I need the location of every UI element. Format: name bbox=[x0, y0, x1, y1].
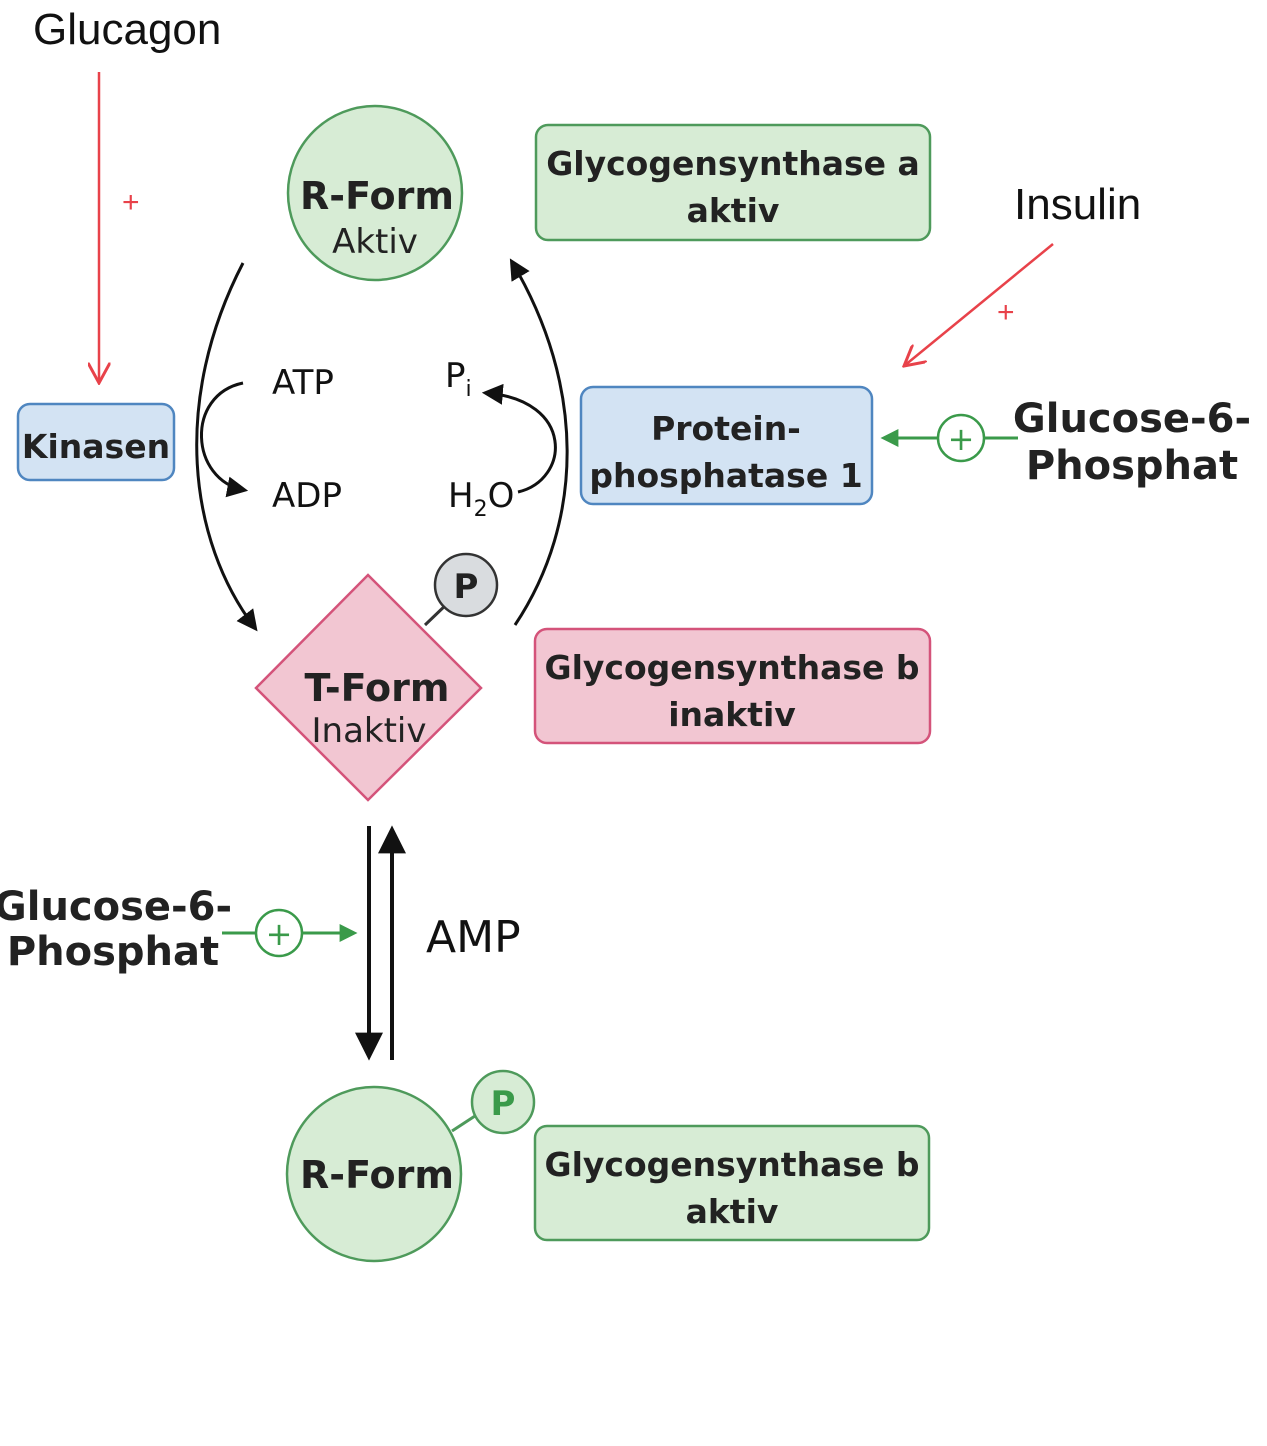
protein-phosphatase-1-line2: phosphatase 1 bbox=[589, 456, 862, 495]
kinasen-label: Kinasen bbox=[22, 427, 170, 466]
h2o-label: H2O bbox=[448, 476, 514, 522]
r-form-bottom-phosphate-icon bbox=[470, 1069, 536, 1135]
glycogensynthase-a-line2: aktiv bbox=[687, 191, 780, 230]
t-form-phosphate-label: P bbox=[454, 567, 479, 607]
glycogensynthase-b-inactive-box bbox=[533, 627, 932, 745]
r-form-active-state: Aktiv bbox=[332, 222, 418, 262]
r-form-phosphorylated-circle bbox=[285, 1085, 463, 1263]
g6p-right-line1: Glucose-6- bbox=[1013, 396, 1251, 442]
kinasen-box bbox=[16, 402, 176, 482]
adp-label: ADP bbox=[272, 476, 342, 516]
phosphorylation-arrow bbox=[195, 262, 258, 632]
glucagon-plus-sign: + bbox=[122, 186, 140, 219]
glycogensynthase-a-line1: Glycogensynthase a bbox=[546, 144, 920, 183]
g6p-left-line2: Phosphat bbox=[7, 929, 219, 975]
h2o-pi-side-arrow bbox=[481, 383, 557, 494]
amp-label: AMP bbox=[426, 912, 521, 963]
g6p-left-plus-icon bbox=[254, 908, 304, 958]
glucagon-label: Glucagon bbox=[33, 5, 221, 54]
g6p-right-plus-symbol: + bbox=[948, 420, 975, 458]
glycogensynthase-b-active-box bbox=[533, 1124, 931, 1242]
atp-label: ATP bbox=[272, 363, 334, 403]
r-form-phosphorylated-title: R-Form bbox=[300, 1153, 454, 1197]
dephosphorylation-arrow bbox=[509, 258, 569, 626]
g6p-right-plus-icon bbox=[936, 413, 986, 463]
glycogensynthase-b-inactive-line1: Glycogensynthase b bbox=[545, 648, 920, 687]
insulin-plus-sign: + bbox=[997, 296, 1015, 329]
r-form-bottom-phosphate-connector bbox=[451, 1112, 479, 1133]
r-form-bottom-phosphate-label: P bbox=[491, 1084, 516, 1124]
glycogensynthase-b-inactive-line2: inaktiv bbox=[668, 695, 796, 734]
g6p-left-plus-symbol: + bbox=[266, 915, 293, 953]
r-form-active-circle bbox=[286, 104, 464, 282]
pi-label: Pi bbox=[445, 356, 472, 402]
glycogensynthase-a-box bbox=[534, 123, 932, 242]
glycogensynthase-b-active-line1: Glycogensynthase b bbox=[545, 1145, 920, 1184]
t-form-title: T-Form bbox=[305, 666, 450, 710]
t-form-state: Inaktiv bbox=[312, 711, 427, 751]
insulin-arrow bbox=[904, 243, 1054, 366]
g6p-right-line2: Phosphat bbox=[1026, 443, 1238, 489]
t-form-diamond bbox=[254, 573, 483, 802]
protein-phosphatase-1-box bbox=[579, 385, 874, 506]
glycogensynthase-b-active-line2: aktiv bbox=[686, 1192, 779, 1231]
protein-phosphatase-1-line1: Protein- bbox=[651, 409, 801, 448]
t-form-phosphate-icon bbox=[433, 552, 499, 618]
atp-adp-side-arrow bbox=[200, 381, 249, 498]
insulin-label: Insulin bbox=[1014, 180, 1141, 229]
r-form-active-title: R-Form bbox=[300, 174, 454, 218]
g6p-left-line1: Glucose-6- bbox=[0, 884, 232, 930]
